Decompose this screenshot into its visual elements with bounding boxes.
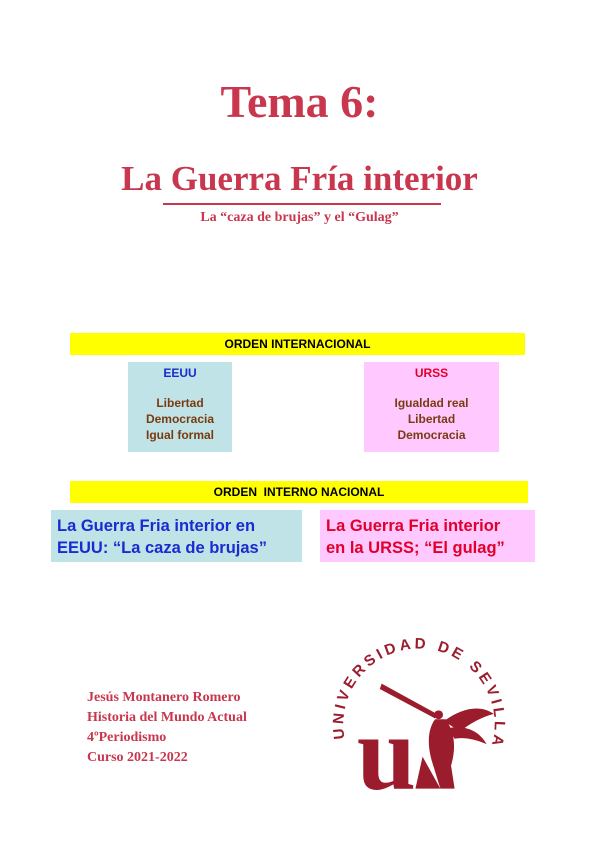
page-tagline: La “caza de brujas” y el “Gulag” bbox=[200, 210, 399, 225]
box-eeuu-item: Igual formal bbox=[145, 428, 214, 442]
box-urss-item: Democracia bbox=[397, 428, 466, 442]
author-year: Curso 2021-2022 bbox=[87, 750, 188, 765]
page-title: Tema 6: bbox=[220, 76, 379, 127]
box-eeuu-head: EEUU bbox=[163, 366, 197, 380]
author-degree: 4ºPeriodismo bbox=[87, 730, 167, 745]
box-eeuu: EEUU Libertad Democracia Igual formal bbox=[128, 362, 232, 452]
band-orden-interno-nacional: ORDEN INTERNO NACIONAL bbox=[70, 481, 528, 503]
box-urss-head: URSS bbox=[414, 366, 449, 380]
box-eeuu-item: Democracia bbox=[145, 412, 215, 426]
box-urss-list: Igualdad real Libertad Democracia bbox=[364, 395, 499, 443]
box-guerra-fria-urss-line: en la URSS; “El gulag” bbox=[326, 539, 505, 557]
title-underline bbox=[163, 203, 441, 205]
seal-letter-u: u bbox=[357, 695, 416, 810]
box-guerra-fria-eeuu-line: EEUU: “La caza de brujas” bbox=[57, 539, 267, 557]
box-eeuu-list: Libertad Democracia Igual formal bbox=[128, 395, 232, 443]
university-seal-logo: UNIVERSIDAD DE SEVILLA u bbox=[330, 635, 504, 810]
box-urss: URSS Igualdad real Libertad Democracia bbox=[364, 362, 499, 452]
box-guerra-fria-eeuu-line: La Guerra Fria interior en bbox=[57, 517, 256, 535]
author-name: Jesús Montanero Romero bbox=[87, 690, 241, 705]
page-subtitle: La Guerra Fría interior bbox=[121, 159, 478, 198]
box-eeuu-item: Libertad bbox=[156, 396, 204, 410]
author-block: Jesús Montanero Romero Historia del Mund… bbox=[87, 688, 307, 768]
author-course-name: Historia del Mundo Actual bbox=[87, 710, 247, 725]
box-guerra-fria-urss-line: La Guerra Fria interior bbox=[326, 517, 501, 535]
box-urss-item: Libertad bbox=[407, 412, 456, 426]
box-guerra-fria-eeuu: La Guerra Fria interior en EEUU: “La caz… bbox=[51, 510, 302, 562]
band-orden-internacional: ORDEN INTERNACIONAL bbox=[70, 333, 525, 355]
band-orden-interno-nacional-label: ORDEN INTERNO NACIONAL bbox=[213, 485, 385, 499]
seal-angel-figure-icon bbox=[379, 683, 494, 789]
box-urss-item: Igualdad real bbox=[394, 396, 469, 410]
box-guerra-fria-urss: La Guerra Fria interior en la URSS; “El … bbox=[320, 510, 535, 562]
